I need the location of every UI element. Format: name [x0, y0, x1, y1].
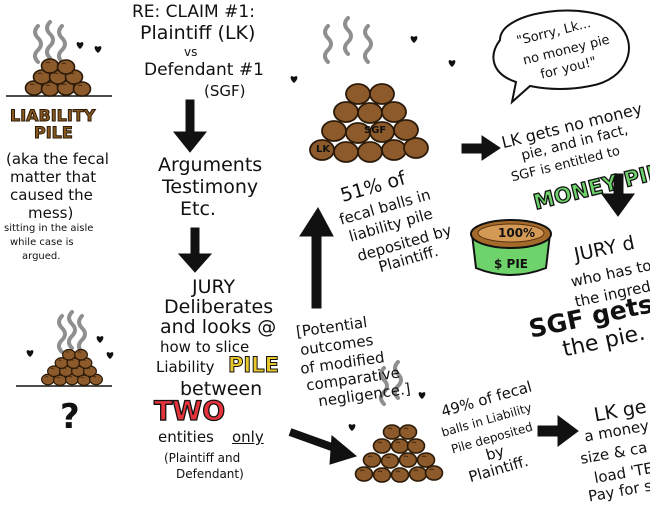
pile-word-yellow: PILE	[228, 353, 280, 377]
heart-icon	[76, 42, 84, 49]
claim-title: RE: CLAIM #1:	[132, 2, 255, 22]
liability-label: LIABILITY	[9, 106, 96, 125]
arrow-diag-head	[329, 434, 358, 465]
liability-word: Liability	[156, 358, 215, 376]
arrow-right-head	[557, 415, 579, 447]
claim-plaintiff: Plaintiff (LK)	[140, 22, 256, 44]
speech-bubble	[492, 9, 630, 105]
fecal-note-2: matter that	[10, 168, 97, 186]
ball-label-sgf: SGF	[364, 125, 387, 136]
heart-icon	[106, 352, 114, 359]
heart-icon	[94, 46, 102, 53]
parties-line-2: Defendant)	[176, 467, 244, 481]
arguments-line: Arguments	[158, 154, 263, 176]
testimony-line: Testimony	[162, 176, 259, 198]
pile-label: PILE	[34, 123, 74, 142]
steam-icon	[45, 20, 55, 60]
deliberates-line: Deliberates	[164, 296, 274, 318]
steam-icon	[77, 314, 87, 354]
heart-icon	[96, 336, 104, 343]
arrow-down-head	[177, 253, 213, 273]
pie-percent: 100%	[498, 226, 536, 240]
arrow-down	[185, 99, 195, 135]
heart-icon	[290, 76, 298, 83]
steam-icon	[33, 24, 43, 64]
parties-line-1: (Plaintiff and	[164, 451, 241, 465]
heart-icon	[26, 350, 34, 357]
arrow-up	[311, 231, 322, 309]
looks-line: and looks @	[160, 316, 277, 338]
heart-icon	[410, 36, 418, 43]
steam-icon	[67, 310, 77, 350]
steam-icon	[57, 314, 67, 354]
between-line: between	[180, 378, 263, 400]
question-mark: ?	[60, 397, 80, 437]
fecal-note-1: (aka the fecal	[6, 150, 109, 168]
arrow-down-head	[601, 193, 635, 217]
heart-icon	[418, 392, 426, 399]
fecal-note-4: mess)	[28, 204, 74, 222]
ball-label-lk: LK	[316, 144, 331, 155]
sitting-note-2: while case is	[10, 237, 74, 248]
slice-line: how to slice	[160, 338, 250, 356]
sitting-note-3: argued.	[22, 251, 61, 262]
two-word-red: TWO	[153, 396, 226, 427]
fecal-note-3: caused the	[10, 186, 93, 204]
only-word: only	[232, 428, 264, 446]
entities-word: entities	[158, 428, 214, 446]
claim-defendant: Defendant #1	[144, 60, 264, 80]
arrow-right	[461, 143, 485, 154]
arrow-down	[190, 227, 200, 257]
etc-line: Etc.	[180, 198, 216, 220]
jury-line: JURY	[192, 276, 236, 298]
arrow-right	[537, 425, 561, 437]
heart-icon	[348, 424, 356, 431]
arrow-down-head	[172, 131, 208, 153]
sitting-note-1: sitting in the aisle	[4, 223, 94, 234]
claim-defendant-abbr: (SGF)	[204, 82, 246, 100]
claim-vs: vs	[184, 45, 198, 59]
heart-icon	[448, 60, 456, 67]
arrow-right-head	[481, 135, 501, 161]
arrow-up-head	[299, 207, 334, 237]
liability-pile-top-left	[6, 20, 112, 97]
pie-label: $ PIE	[494, 257, 528, 271]
liability-pile-bottom-left	[16, 310, 114, 387]
money-pie-icon	[470, 219, 552, 276]
liability-pile-51	[290, 16, 456, 163]
steam-icon	[57, 24, 67, 64]
arrows	[172, 99, 635, 465]
